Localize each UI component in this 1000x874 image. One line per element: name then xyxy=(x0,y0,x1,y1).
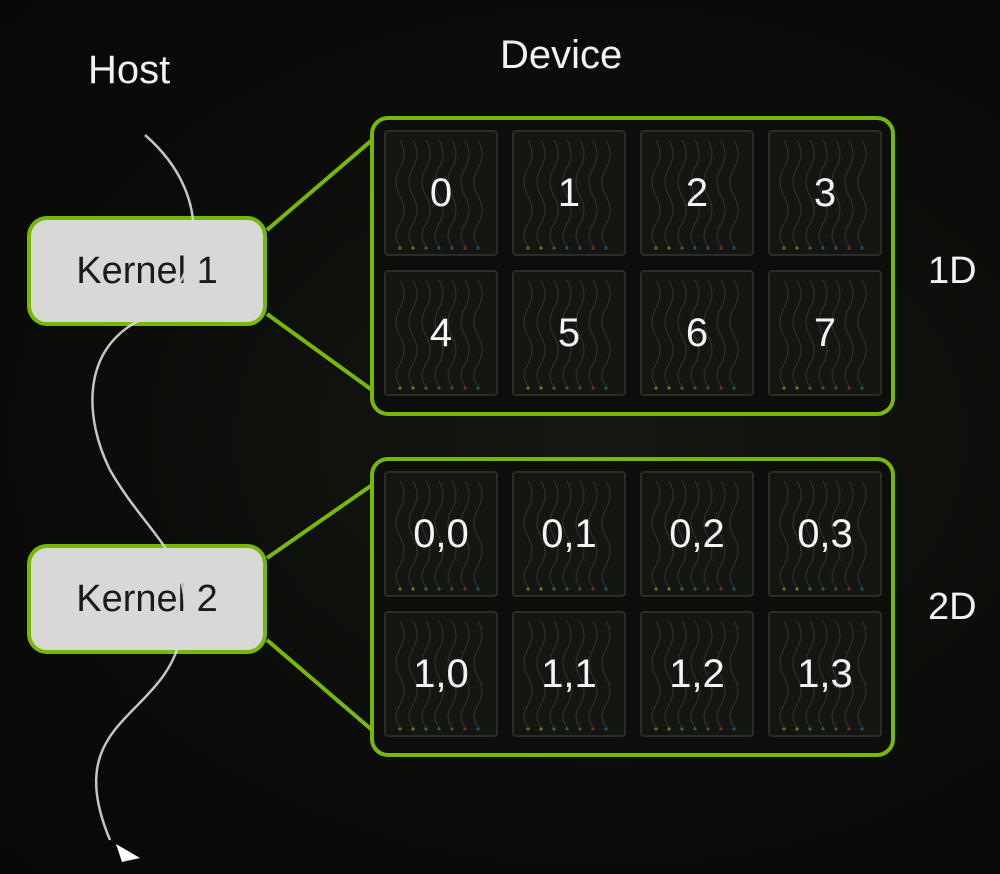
host-title: Host xyxy=(88,48,171,92)
thread-squiggle-icon xyxy=(523,480,611,591)
connector-k2-top xyxy=(265,483,374,560)
thread-squiggle-icon xyxy=(779,480,867,591)
kernel-1-label: Kernel 1 xyxy=(76,249,218,292)
thread-block: 0,1 xyxy=(512,471,626,597)
block-index-label: 3 xyxy=(813,170,837,215)
thread-block: 1 xyxy=(512,130,626,256)
thread-squiggle-icon xyxy=(651,480,739,591)
thread-squiggle-icon xyxy=(395,139,483,250)
kernel-2-label: Kernel 2 xyxy=(76,577,218,620)
thread-block: 3 xyxy=(768,130,882,256)
thread-block: 0,3 xyxy=(768,471,882,597)
thread-block: 0 xyxy=(384,130,498,256)
block-index-label: 1,2 xyxy=(669,651,725,696)
device-title: Device xyxy=(500,33,623,77)
block-index-label: 1,1 xyxy=(541,651,597,696)
block-index-label: 1 xyxy=(557,170,581,215)
dimension-label-2d: 2D xyxy=(928,586,977,628)
thread-block: 0,2 xyxy=(640,471,754,597)
block-index-label: 0,1 xyxy=(541,511,597,556)
block-index-label: 1,3 xyxy=(797,651,853,696)
block-index-label: 2 xyxy=(685,170,709,215)
block-index-label: 1,0 xyxy=(413,651,469,696)
thread-squiggle-icon xyxy=(779,279,867,390)
connector-k2-bottom xyxy=(265,638,374,732)
thread-block: 0,0 xyxy=(384,471,498,597)
thread-squiggle-icon xyxy=(395,279,483,390)
block-index-label: 5 xyxy=(557,310,581,355)
block-index-label: 0,2 xyxy=(669,511,725,556)
block-index-label: 4 xyxy=(429,310,453,355)
thread-block: 1,2 xyxy=(640,611,754,737)
block-index-label: 0 xyxy=(429,170,453,215)
thread-block: 1,0 xyxy=(384,611,498,737)
thread-squiggle-icon xyxy=(651,279,739,390)
block-index-label: 0,0 xyxy=(413,511,469,556)
thread-squiggle-icon xyxy=(779,620,867,731)
connector-k1-bottom xyxy=(265,312,374,392)
grid-1d: 0 1 2 3 4 5 6 7 xyxy=(370,116,895,416)
dimension-label-1d: 1D xyxy=(928,250,977,292)
block-index-label: 6 xyxy=(685,310,709,355)
thread-squiggle-icon xyxy=(651,620,739,731)
thread-squiggle-icon xyxy=(523,620,611,731)
thread-block: 1,1 xyxy=(512,611,626,737)
thread-squiggle-icon xyxy=(651,139,739,250)
thread-block: 2 xyxy=(640,130,754,256)
thread-block: 1,3 xyxy=(768,611,882,737)
thread-block: 5 xyxy=(512,270,626,396)
block-index-label: 7 xyxy=(813,310,837,355)
thread-block: 7 xyxy=(768,270,882,396)
thread-block: 4 xyxy=(384,270,498,396)
grid-2d: 0,0 0,1 0,2 0,3 1,0 1,1 1,2 1,3 xyxy=(370,457,895,757)
block-index-label: 0,3 xyxy=(797,511,853,556)
kernel-2-box: Kernel 2 xyxy=(27,544,267,654)
thread-squiggle-icon xyxy=(779,139,867,250)
thread-squiggle-icon xyxy=(523,279,611,390)
thread-squiggle-icon xyxy=(523,139,611,250)
kernel-1-box: Kernel 1 xyxy=(27,216,267,326)
thread-block: 6 xyxy=(640,270,754,396)
thread-squiggle-icon xyxy=(395,480,483,591)
thread-squiggle-icon xyxy=(395,620,483,731)
connector-k1-top xyxy=(265,138,374,232)
